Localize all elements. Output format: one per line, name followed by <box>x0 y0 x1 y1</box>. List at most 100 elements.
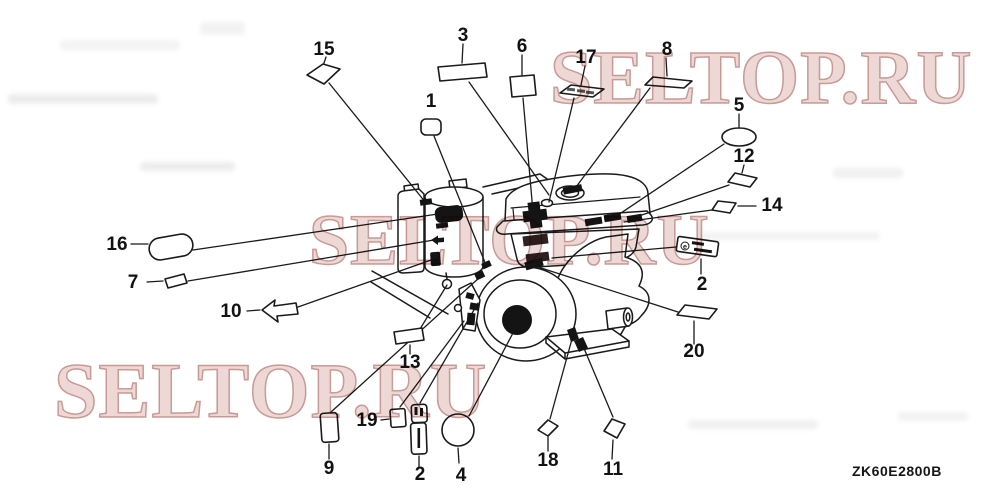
patch-target-8 <box>562 184 583 195</box>
callout-2-right: e 2 <box>675 235 720 295</box>
callout-15: 15 <box>306 39 341 85</box>
part-label-13 <box>393 327 425 345</box>
callout-18: 18 <box>537 419 559 471</box>
patch-target-15 <box>419 198 433 206</box>
callout-number-5: 5 <box>734 95 745 116</box>
patch-target-20 <box>524 257 544 271</box>
scan-smudge <box>898 412 968 421</box>
patch-target-10 <box>430 251 441 267</box>
part-label-16 <box>148 233 194 261</box>
callout-12: 12 <box>727 146 758 188</box>
callout-number-3: 3 <box>458 25 469 46</box>
engine-base-edge <box>545 336 630 360</box>
callout-number-12: 12 <box>733 146 754 167</box>
patch-target-14 <box>626 213 643 224</box>
callout-number-8: 8 <box>662 39 673 60</box>
callout-number-7: 7 <box>128 272 139 293</box>
part-label-10 <box>261 299 299 323</box>
scan-smudge <box>140 162 235 171</box>
part-label-5 <box>721 127 757 147</box>
callout-13: 13 <box>393 327 425 373</box>
lever-pivot <box>453 303 463 313</box>
callout-20: 20 <box>676 304 718 362</box>
patch-choke-c <box>466 312 476 326</box>
callout-2-bottom: 2 <box>409 403 429 485</box>
patch-target-16 <box>434 205 464 223</box>
patch-arrow-target-7 <box>431 235 444 245</box>
part-label-2-bottom <box>410 403 429 424</box>
leader-lines <box>187 81 730 420</box>
callout-4: 4 <box>441 413 475 486</box>
callout-17: 17 <box>559 47 605 98</box>
callout-number-10: 10 <box>220 301 241 322</box>
drawing-code: ZK60E2800B <box>852 463 942 479</box>
part-label-18 <box>537 419 559 437</box>
patch-tank-cross-b <box>527 201 543 229</box>
part-label-19 <box>389 407 407 429</box>
part-label-9 <box>319 411 340 444</box>
callout-14: 14 <box>711 195 783 216</box>
tank-vent <box>540 198 554 208</box>
scan-smudge <box>60 40 180 50</box>
patch-tank-right-a <box>584 216 603 227</box>
scan-smudge <box>688 420 818 429</box>
callout-10: 10 <box>220 299 299 323</box>
part-label-11 <box>603 418 626 439</box>
pto-shaft-end <box>622 307 634 327</box>
callout-16: 16 <box>106 233 194 261</box>
callout-number-2-bottom: 2 <box>415 464 426 485</box>
part-label-8 <box>644 76 693 89</box>
callout-1: 1 <box>420 91 442 136</box>
scan-smudge <box>8 94 158 104</box>
patch-target-2r <box>525 251 550 264</box>
engine-frame-rail <box>371 270 449 315</box>
callout-number-4: 4 <box>456 465 467 486</box>
patch-dash <box>435 222 449 229</box>
callout-number-19: 19 <box>356 410 377 431</box>
engine-label-patches <box>419 184 643 352</box>
part-label-12 <box>727 172 758 188</box>
callout-number-16: 16 <box>106 234 127 255</box>
callout-number-14: 14 <box>761 195 783 216</box>
callout-number-6: 6 <box>517 36 528 57</box>
callout-6: 6 <box>509 36 537 98</box>
callout-7: 7 <box>128 272 188 293</box>
callout-number-18: 18 <box>537 450 558 471</box>
drain-knob <box>441 278 453 290</box>
callout-19: 19 <box>356 407 407 431</box>
callout-number-9: 9 <box>324 458 335 479</box>
patch-choke-a <box>465 292 475 300</box>
patch-target-11 <box>574 337 588 352</box>
callout-number-2-right: 2 <box>697 274 708 295</box>
patch-tank-mid <box>522 233 549 247</box>
patch-target-18 <box>567 327 579 342</box>
callout-3: 3 <box>437 25 488 82</box>
recoil-starter-hub <box>502 305 532 335</box>
patch-choke-b <box>469 302 480 311</box>
patch-target-1 <box>481 260 492 270</box>
part-label-20 <box>676 304 718 320</box>
scan-smudge <box>200 22 245 35</box>
cylinder-top <box>424 186 484 208</box>
part-label-14 <box>711 200 737 214</box>
part-label-7 <box>164 273 188 289</box>
callout-number-13: 13 <box>399 352 420 373</box>
scan-smudge <box>833 168 903 178</box>
callout-8: 8 <box>644 39 693 89</box>
pto-shaft-bore <box>625 312 631 322</box>
scan-smudge <box>700 232 880 240</box>
part-label-4 <box>441 413 475 447</box>
callout-number-11: 11 <box>603 459 624 480</box>
part-label-3 <box>437 62 488 82</box>
engine-frame-rail <box>370 281 431 319</box>
callout-number-1: 1 <box>426 91 437 112</box>
patch-target-9 <box>474 270 486 281</box>
callout-number-20: 20 <box>683 341 704 362</box>
cert-mark-e: e <box>683 244 687 251</box>
patch-tank-right-b <box>603 212 622 223</box>
part-label-6 <box>509 74 537 98</box>
drain-knob-stem <box>445 272 448 280</box>
part-label-1 <box>420 118 442 136</box>
